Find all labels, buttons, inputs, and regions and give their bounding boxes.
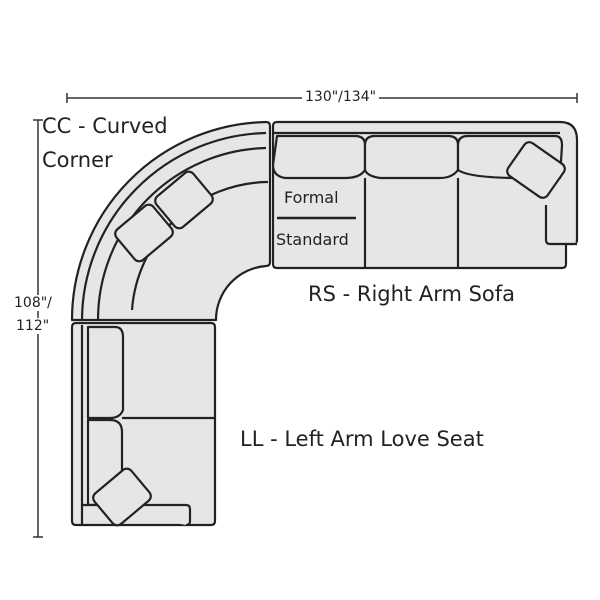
rs-label: RS - Right Arm Sofa bbox=[308, 282, 516, 306]
sofa-pillow bbox=[506, 141, 566, 199]
curved-corner-pillows bbox=[114, 170, 214, 263]
cc-label-line2: Corner bbox=[42, 148, 113, 172]
seat-option-standard: Standard bbox=[276, 230, 349, 249]
ll-label: LL - Left Arm Love Seat bbox=[240, 427, 484, 451]
depth-dimension-line1: 108"/ bbox=[14, 295, 52, 311]
seat-option-formal: Formal bbox=[284, 188, 339, 207]
cc-label-line1: CC - Curved bbox=[42, 114, 168, 138]
loveseat-pillow bbox=[92, 467, 152, 527]
depth-dimension-line2: 112" bbox=[16, 318, 50, 334]
width-dimension: 130"/134" bbox=[302, 89, 380, 105]
